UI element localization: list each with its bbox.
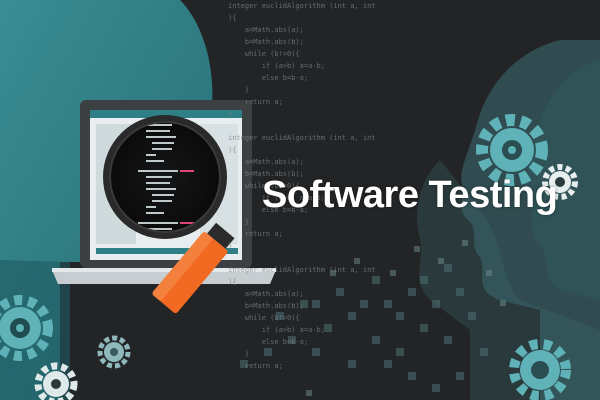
code-line: } <box>228 110 233 118</box>
code-line: else b=b-a; <box>228 206 309 214</box>
code-line: } <box>228 86 250 94</box>
code-line: while (b!=0){ <box>228 182 300 190</box>
code-line: integer euclidAlgorithm (int a, int <box>228 2 376 10</box>
code-line: return a; <box>228 230 283 238</box>
code-line: else b=b-a; <box>228 338 309 346</box>
code-line: else b=b-a; <box>228 74 309 82</box>
code-line: integer euclidAlgorithm (int a, int <box>228 266 376 274</box>
code-line: } <box>228 350 250 358</box>
code-line: return a; <box>228 362 283 370</box>
code-line: b=Math.abs(b); <box>228 170 304 178</box>
code-line: if (a>b) a=a-b; <box>228 326 325 334</box>
code-line: if (a>b) a=a-b; <box>228 62 325 70</box>
code-line: ){ <box>228 146 237 154</box>
code-line <box>228 120 398 132</box>
gear-icon <box>542 164 578 200</box>
code-line: } <box>228 218 250 226</box>
code-line: ){ <box>228 14 237 22</box>
gear-icon <box>509 339 571 400</box>
gear-icon <box>0 295 53 361</box>
gear-icon <box>97 335 131 369</box>
code-line: b=Math.abs(b); <box>228 302 304 310</box>
code-line: integer euclidAlgorithm (int a, int <box>228 134 376 142</box>
code-line: b=Math.abs(b); <box>228 38 304 46</box>
code-line: ){ <box>228 278 237 286</box>
background-code: integer euclidAlgorithm (int a, int ){ a=… <box>228 0 398 400</box>
headline: Software Testing <box>262 174 558 216</box>
code-line: while (b!=0){ <box>228 50 300 58</box>
gear-icon <box>34 362 78 400</box>
code-line: while (b!=0){ <box>228 314 300 322</box>
magnifier-handle <box>152 222 235 314</box>
code-line: a=Math.abs(a); <box>228 158 304 166</box>
code-line: if (a>b) a=a-b; <box>228 194 325 202</box>
magnifier-icon <box>103 115 227 239</box>
pixel-mosaic <box>240 264 488 392</box>
code-line: a=Math.abs(a); <box>228 290 304 298</box>
code-line: return a; <box>228 98 283 106</box>
gear-icon <box>476 114 548 186</box>
code-line <box>228 252 398 264</box>
code-line: } <box>228 242 233 250</box>
lens-code <box>138 124 178 230</box>
code-line: a=Math.abs(a); <box>228 26 304 34</box>
